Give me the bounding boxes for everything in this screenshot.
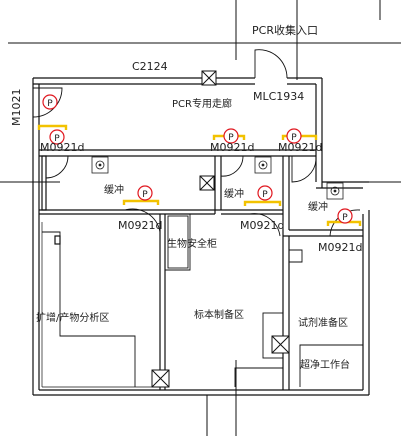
door-arc-buffer1 xyxy=(45,155,69,179)
label-mlc1934: MLC1934 xyxy=(253,90,304,103)
walls xyxy=(32,77,370,396)
label-m0921-d: M0921d xyxy=(118,219,162,232)
door-highlight-5 xyxy=(243,200,282,206)
p-marker-1: P xyxy=(42,94,58,110)
label-ultraclean-bench: 超净工作台 xyxy=(300,358,350,371)
p-markers: P P P P P P P xyxy=(42,94,353,224)
bench-reagent xyxy=(289,249,303,263)
door-arc-amp xyxy=(124,208,161,233)
label-m0921-a: M0921d xyxy=(40,141,84,154)
shafts xyxy=(151,70,290,388)
label-room-amplification: 扩增/产物分析区 xyxy=(36,311,109,324)
biosafety-cabinet-rect xyxy=(167,215,189,269)
sink-icon-3 xyxy=(326,182,344,200)
label-m1021: M1021 xyxy=(10,89,23,127)
label-pcr-entrance: PCR收集入口 xyxy=(252,23,318,37)
p-marker-label: P xyxy=(291,133,297,143)
label-m0921-e: M0921d xyxy=(240,219,284,232)
door-arc-buffer3 xyxy=(291,156,317,183)
label-pcr-corridor: PCR专用走廊 xyxy=(172,97,232,110)
label-buffer-2: 缓冲 xyxy=(224,187,244,200)
text-labels: PCR收集入口 C2124 M1021 PCR专用走廊 MLC1934 M092… xyxy=(10,23,362,371)
sink-icon-1 xyxy=(91,156,109,174)
door-highlight-1 xyxy=(37,124,68,130)
door-arc-sample xyxy=(249,213,281,237)
bench-sample-bottom xyxy=(234,367,283,387)
label-m0921-f: M0921d xyxy=(318,241,362,254)
sinks xyxy=(91,156,344,200)
door-arc-entrance xyxy=(254,49,288,79)
p-marker-5: P xyxy=(137,185,153,201)
label-room-sample-prep: 标本制备区 xyxy=(194,308,244,321)
benches xyxy=(42,213,363,387)
label-buffer-3: 缓冲 xyxy=(308,200,328,213)
label-room-reagent-prep: 试剂准备区 xyxy=(298,316,348,329)
shaft-sample xyxy=(271,335,290,354)
label-m0921-c: M0921d xyxy=(278,141,322,154)
label-c2124: C2124 xyxy=(132,60,168,73)
label-biosafety-cabinet: 生物安全柜 xyxy=(167,237,217,250)
door-highlight-4 xyxy=(122,199,160,205)
label-buffer-1: 缓冲 xyxy=(104,183,124,196)
door-arc-buffer2 xyxy=(220,155,244,177)
sink-icon-2 xyxy=(254,156,272,174)
p-marker-label: P xyxy=(342,213,348,223)
p-marker-4: P xyxy=(286,128,302,144)
p-marker-2: P xyxy=(49,129,65,145)
bench-amplification xyxy=(42,231,136,387)
p-marker-6: P xyxy=(257,185,273,201)
label-m0921-b: M0921d xyxy=(210,141,254,154)
shaft-amplification xyxy=(151,369,170,388)
p-marker-label: P xyxy=(47,99,53,109)
p-marker-7: P xyxy=(337,208,353,224)
bench-reagent-bottom xyxy=(299,344,363,387)
p-marker-label: P xyxy=(262,190,268,200)
p-marker-label: P xyxy=(228,133,234,143)
bench-sample xyxy=(165,213,191,271)
shaft-top xyxy=(201,70,217,86)
p-marker-label: P xyxy=(142,190,148,200)
p-marker-3: P xyxy=(223,128,239,144)
shaft-middle xyxy=(199,175,215,191)
p-marker-label: P xyxy=(54,134,60,144)
